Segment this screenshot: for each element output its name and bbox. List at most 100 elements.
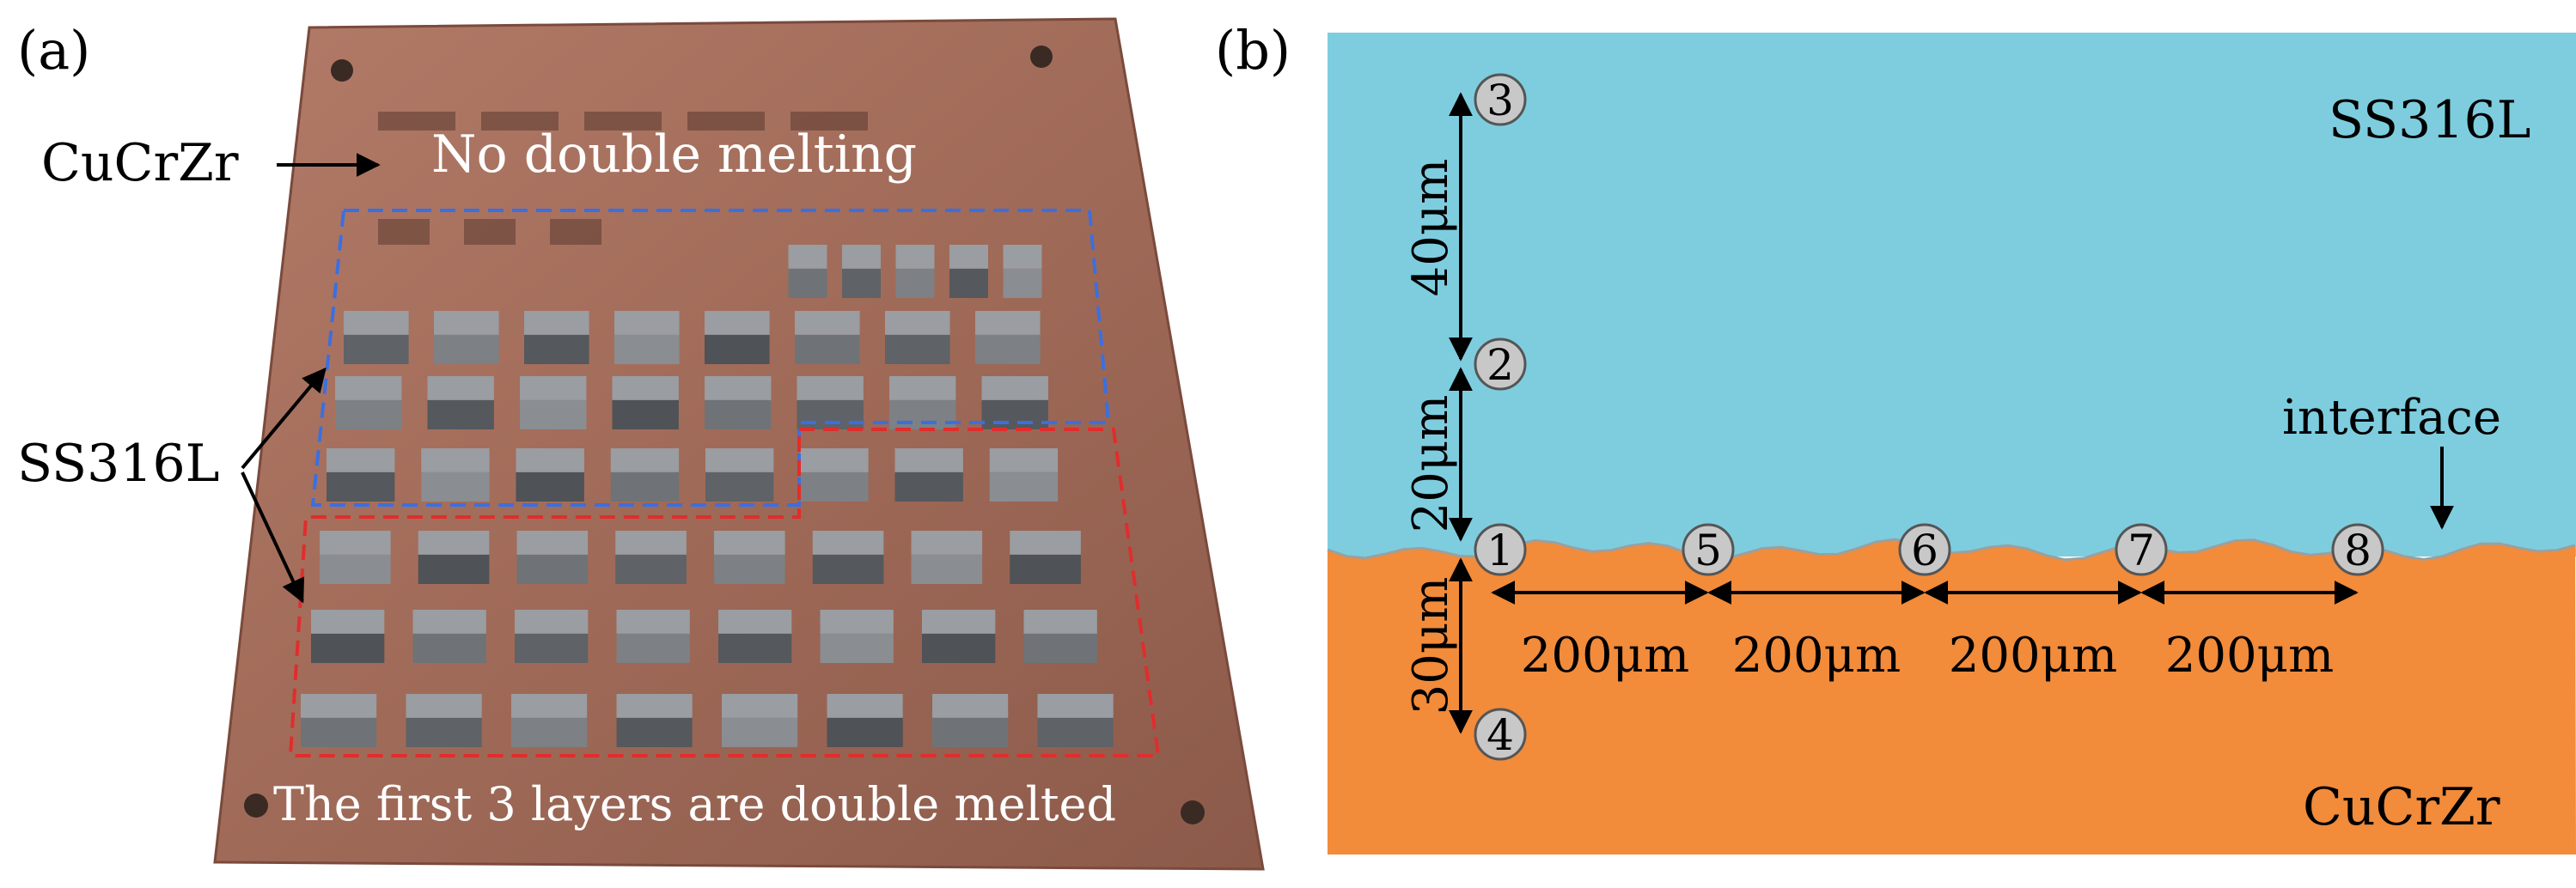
- sample-block: [610, 448, 680, 502]
- sample-block: [406, 694, 482, 747]
- bolt-icon: [1181, 800, 1205, 824]
- sample-block: [524, 311, 589, 364]
- sample-block: [705, 448, 774, 502]
- no-double-melting-region: [310, 209, 1111, 507]
- cucrzr-region: [1328, 539, 2576, 855]
- sample-block: [1003, 245, 1042, 298]
- sample-block: [718, 610, 792, 663]
- sample-block: [301, 694, 377, 747]
- panel-b: (b) SS316L CuCrZr interface 40μm 20μm 30…: [1215, 19, 2576, 855]
- sample-block: [722, 694, 798, 747]
- point-4: 4: [1474, 708, 1527, 761]
- dim-20um-label: 20μm: [1403, 395, 1459, 533]
- sample-block: [327, 448, 395, 502]
- panel-a-label: (a): [17, 19, 90, 82]
- engraved-marks: [378, 112, 868, 245]
- top-caption: No double melting: [431, 125, 917, 185]
- sample-block: [842, 245, 881, 298]
- sample-block: [827, 694, 903, 747]
- sample-block: [949, 245, 988, 298]
- sample-block: [1010, 531, 1081, 584]
- point-3: 3: [1474, 73, 1527, 126]
- sample-block: [516, 448, 584, 502]
- point-7: 7: [2115, 523, 2168, 576]
- svg-text:8: 8: [2344, 526, 2372, 575]
- sample-block: [889, 376, 956, 429]
- sample-block: [932, 694, 1009, 747]
- top-material-label: SS316L: [2329, 90, 2531, 150]
- sample-block: [981, 376, 1048, 429]
- bolt-icon: [331, 59, 353, 82]
- point-2: 2: [1474, 338, 1527, 391]
- bolt-icon: [1030, 46, 1053, 68]
- sample-block: [795, 311, 860, 364]
- double-melted-region: [288, 428, 1161, 757]
- svg-text:7: 7: [2127, 526, 2155, 575]
- sample-block: [520, 376, 587, 429]
- bolt-icon: [244, 794, 268, 818]
- sample-block: [820, 610, 894, 663]
- svg-text:6: 6: [1911, 526, 1938, 575]
- sample-block: [412, 610, 486, 663]
- sample-block: [511, 694, 588, 747]
- sample-block: [311, 610, 385, 663]
- dim-30um-label: 30μm: [1403, 577, 1459, 715]
- sample-block: [812, 531, 884, 584]
- point-5: 5: [1682, 523, 1735, 576]
- svg-text:5: 5: [1694, 526, 1722, 575]
- sample-block: [911, 531, 983, 584]
- dim-200um-label-2: 200μm: [1732, 628, 1901, 684]
- sample-block: [615, 531, 687, 584]
- sample-arrow-lower: [241, 471, 305, 604]
- sample-block: [705, 311, 770, 364]
- sample-block: [612, 376, 679, 429]
- dim-200um-label-4: 200μm: [2165, 628, 2334, 684]
- sample-block: [516, 531, 589, 584]
- sample-block: [616, 610, 690, 663]
- svg-text:3: 3: [1486, 76, 1514, 125]
- sample-block: [788, 245, 827, 298]
- sample-block: [1023, 610, 1097, 663]
- svg-text:2: 2: [1486, 340, 1514, 390]
- sample-block: [614, 311, 680, 364]
- sample-block: [885, 311, 950, 364]
- sample-block: [989, 448, 1059, 502]
- dim-40um-label: 40μm: [1403, 159, 1459, 297]
- sample-block: [705, 376, 772, 429]
- sample-block: [427, 376, 494, 429]
- sample-block: [1037, 694, 1114, 747]
- sample-block: [922, 610, 996, 663]
- sample-block: [335, 376, 402, 429]
- point-8: 8: [2331, 523, 2384, 576]
- sample-label: SS316L: [17, 434, 220, 494]
- sample-block: [800, 448, 869, 502]
- point-1: 1: [1474, 523, 1527, 576]
- ss316l-region: [1328, 33, 2576, 557]
- sample-blocks: [301, 245, 1114, 747]
- sample-block: [895, 245, 935, 298]
- sample-block: [434, 311, 499, 364]
- sample-block: [797, 376, 864, 429]
- bottom-caption: The first 3 layers are double melted: [273, 777, 1116, 831]
- sample-block: [616, 694, 693, 747]
- svg-text:1: 1: [1486, 526, 1514, 575]
- substrate-label: CuCrZr: [41, 133, 239, 193]
- sample-block: [421, 448, 490, 502]
- panel-b-label: (b): [1215, 19, 1291, 82]
- svg-text:4: 4: [1486, 710, 1514, 760]
- sample-block: [344, 311, 409, 364]
- sample-block: [418, 531, 490, 584]
- interface-label: interface: [2282, 390, 2501, 446]
- sample-block: [975, 311, 1041, 364]
- dim-200um-label-1: 200μm: [1521, 628, 1689, 684]
- point-6: 6: [1898, 523, 1951, 576]
- sample-block: [894, 448, 963, 502]
- panel-a: (a) No double melting The first 3 layers…: [17, 17, 1265, 871]
- sample-block: [515, 610, 589, 663]
- sample-block: [714, 531, 785, 584]
- sample-block: [320, 531, 391, 584]
- dim-200um-label-3: 200μm: [1949, 628, 2117, 684]
- sample-arrow-upper: [241, 367, 327, 470]
- bottom-material-label: CuCrZr: [2303, 777, 2500, 837]
